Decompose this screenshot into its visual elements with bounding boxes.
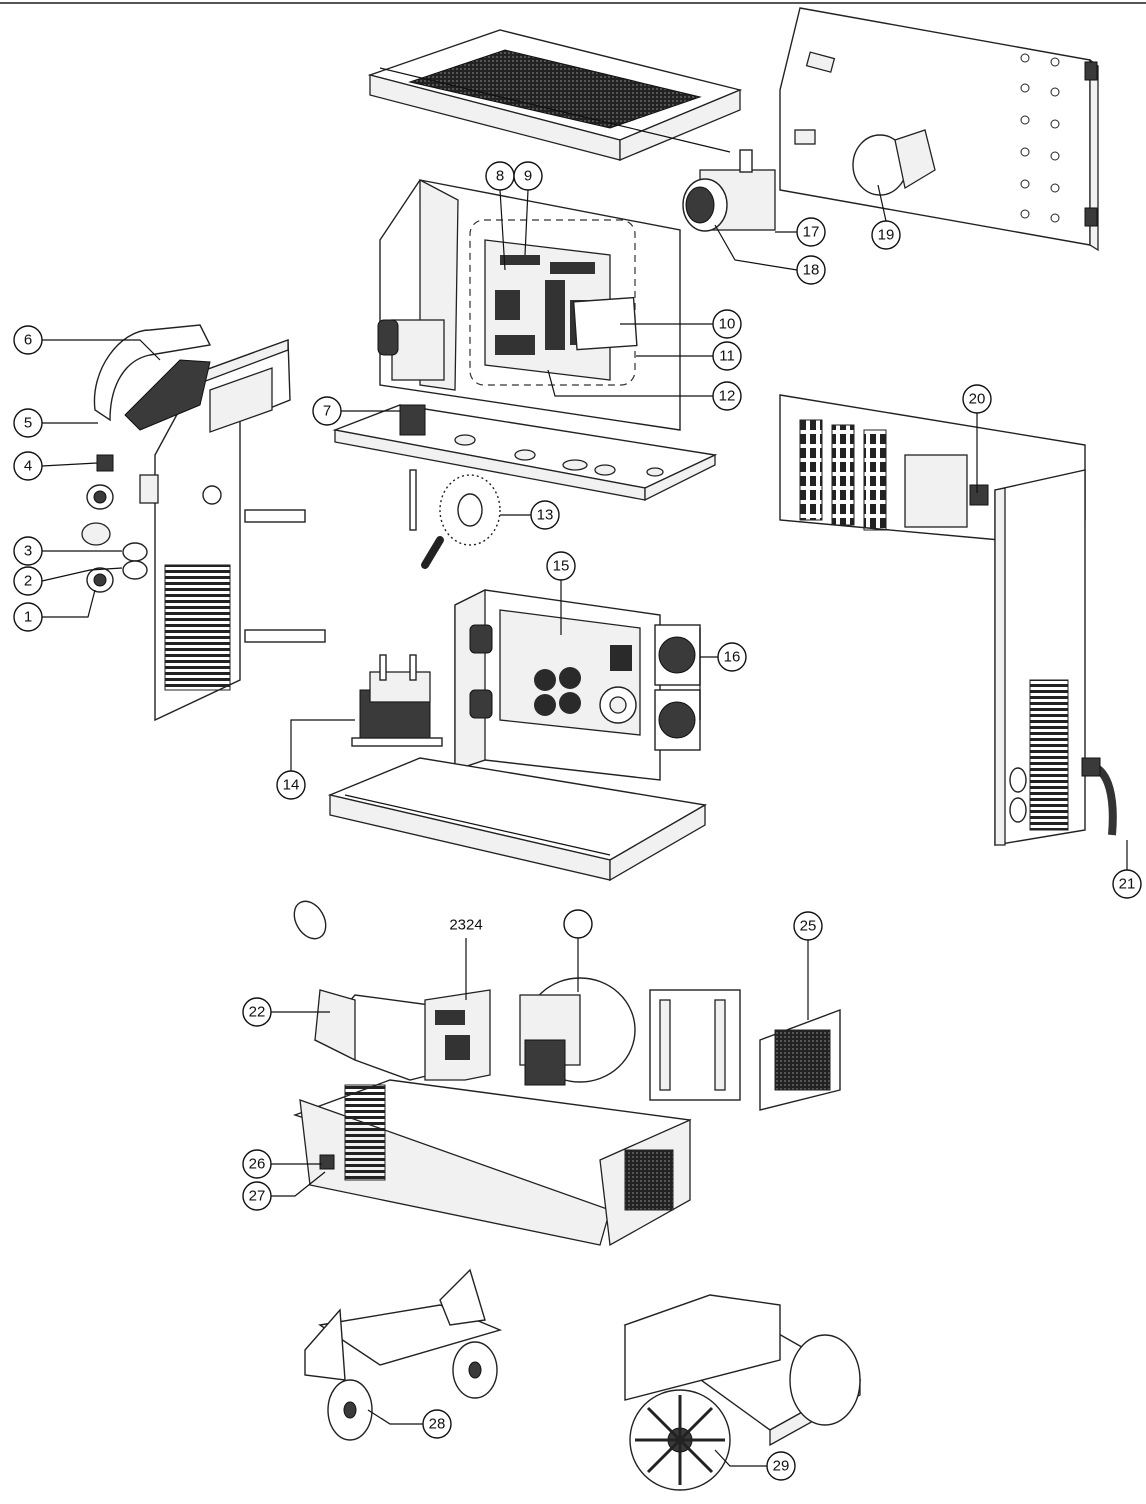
callout-10: 10 — [712, 309, 742, 339]
callout-label: 3 — [24, 543, 32, 560]
callout-14: 14 — [276, 770, 306, 800]
callout-label: 4 — [24, 458, 32, 475]
side-panel-right-top — [779, 7, 1099, 252]
callout-15: 15 — [546, 551, 576, 581]
callout-12: 12 — [712, 381, 742, 411]
callout-26: 26 — [242, 1149, 272, 1179]
callout-label: 14 — [283, 777, 300, 794]
power-module — [454, 588, 701, 781]
callout-9: 9 — [513, 161, 543, 191]
callout-label: 6 — [24, 332, 32, 349]
callout-28: 28 — [422, 1409, 452, 1439]
callout-blank — [563, 909, 593, 939]
top-cover-frame — [367, 29, 743, 161]
transformer — [351, 654, 443, 747]
trolley-large — [623, 1294, 862, 1491]
toroid-choke — [409, 469, 501, 569]
callout-19: 19 — [871, 220, 901, 250]
callout-6: 6 — [13, 325, 43, 355]
valve-assembly — [682, 149, 776, 232]
callout-label: 13 — [537, 507, 554, 524]
trolley-small — [304, 1268, 503, 1441]
leader-lines — [41, 184, 1128, 1467]
callout-17: 17 — [796, 217, 826, 247]
callout-label: 16 — [724, 649, 741, 666]
callout-label: 12 — [719, 388, 736, 405]
base-tray — [327, 757, 708, 882]
callout-3: 3 — [13, 536, 43, 566]
callout-label: 18 — [803, 262, 820, 279]
handle — [93, 324, 212, 431]
callout-label: 26 — [249, 1156, 266, 1173]
callout-7: 7 — [312, 396, 342, 426]
front-panel — [139, 339, 326, 722]
callout-2324: 2324 — [449, 917, 482, 934]
front-connectors — [81, 454, 148, 593]
callout-25: 25 — [793, 911, 823, 941]
callout-label: 10 — [719, 316, 736, 333]
callout-label: 22 — [249, 1004, 266, 1021]
callout-22: 22 — [242, 997, 272, 1027]
callout-label: 2 — [24, 573, 32, 590]
callout-label: 28 — [429, 1416, 446, 1433]
callout-5: 5 — [13, 408, 43, 438]
rear-panel — [779, 394, 1117, 846]
callout-label: 19 — [878, 227, 895, 244]
cooler-tray — [292, 1079, 692, 1247]
callout-label: 25 — [800, 918, 817, 935]
callout-label: 17 — [803, 224, 820, 241]
panel-holes — [1020, 53, 1060, 223]
callout-label: 21 — [1119, 876, 1136, 893]
callout-label: 5 — [24, 415, 32, 432]
callout-label: 7 — [323, 403, 331, 420]
top-rule — [0, 2, 1146, 4]
callout-27: 27 — [242, 1181, 272, 1211]
callout-8: 8 — [485, 161, 515, 191]
callout-21: 21 — [1112, 869, 1142, 899]
callout-label: 2324 — [449, 917, 482, 934]
callout-18: 18 — [796, 255, 826, 285]
callout-29: 29 — [766, 1451, 796, 1481]
callout-2: 2 — [13, 566, 43, 596]
callout-13: 13 — [530, 500, 560, 530]
cooler-unit — [293, 900, 841, 1111]
callout-11: 11 — [712, 341, 742, 371]
callout-label: 8 — [496, 168, 504, 185]
callout-4: 4 — [13, 451, 43, 481]
callout-label: 11 — [719, 348, 735, 365]
callout-20: 20 — [962, 384, 992, 414]
callout-label: 27 — [249, 1188, 266, 1205]
control-board-chassis — [377, 178, 681, 431]
callout-label: 20 — [969, 391, 986, 408]
callout-label: 9 — [524, 168, 532, 185]
callout-label: 15 — [553, 558, 570, 575]
callout-label: 29 — [773, 1458, 790, 1475]
callout-1: 1 — [13, 602, 43, 632]
middle-plate — [332, 404, 718, 502]
callout-16: 16 — [717, 642, 747, 672]
callout-label: 1 — [24, 609, 32, 626]
